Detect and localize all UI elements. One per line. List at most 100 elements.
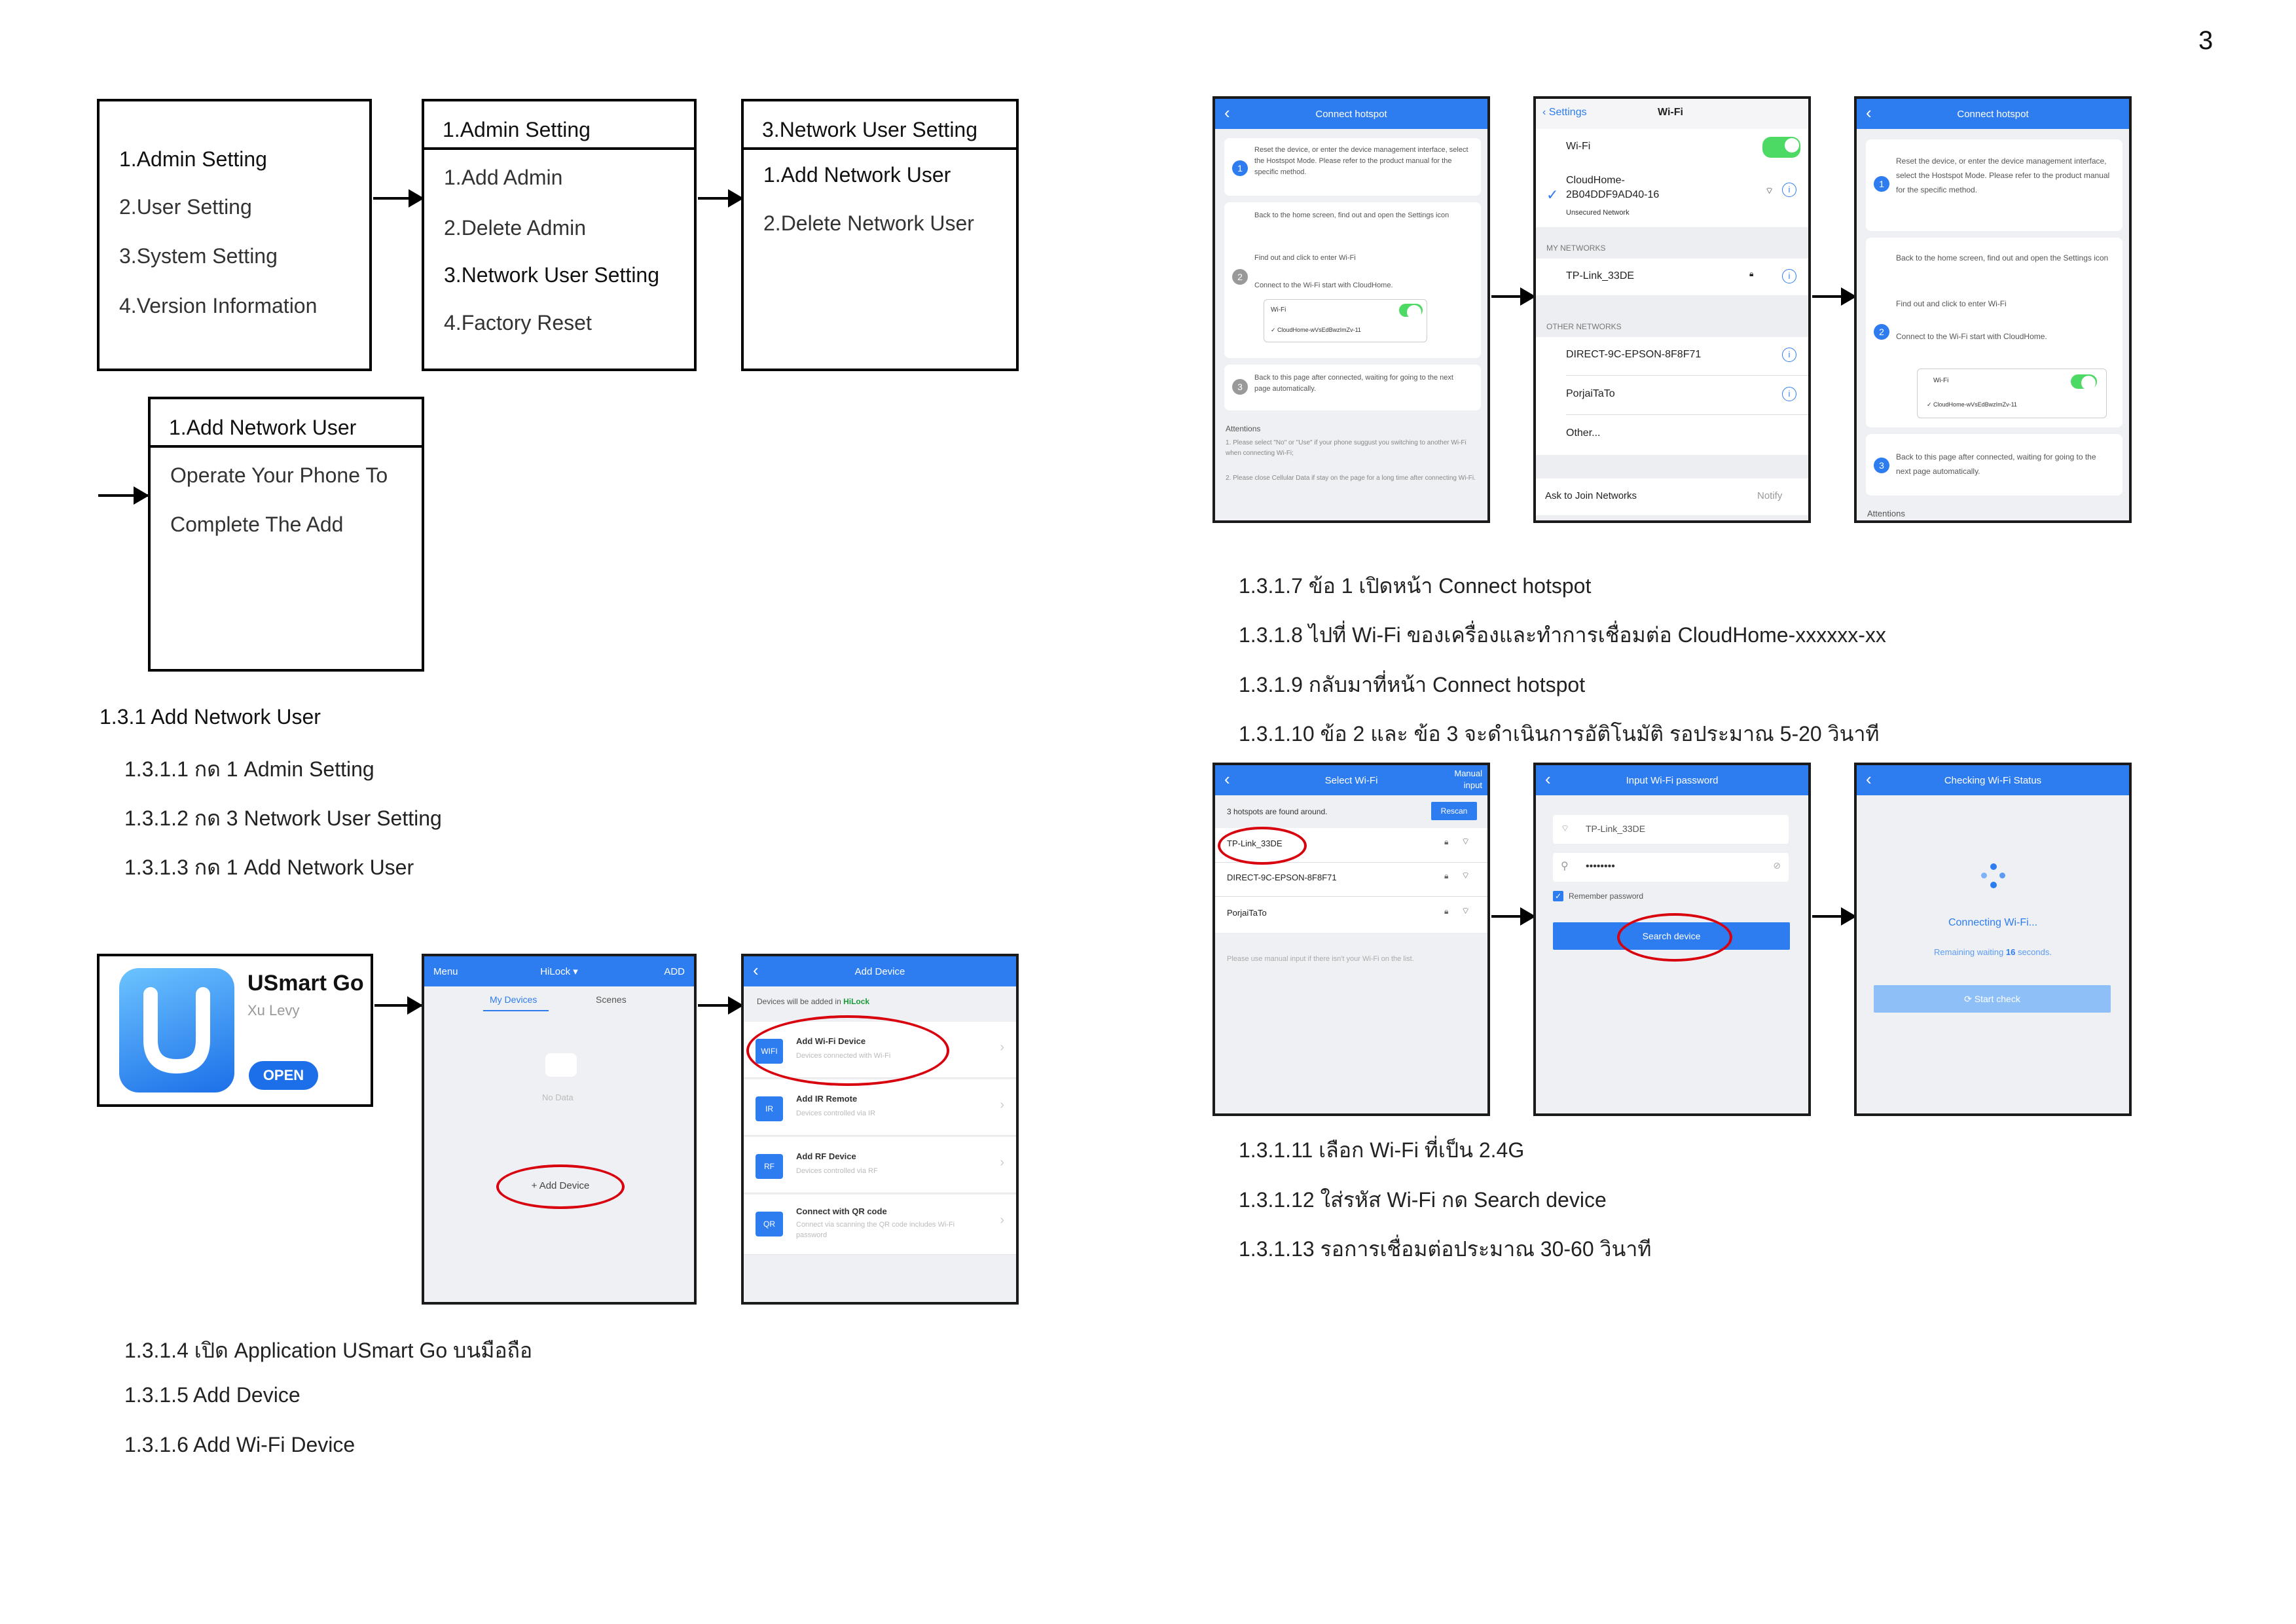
back-icon[interactable]: ‹ [1224,103,1230,122]
add-device-screen: ‹Add Device Devices will be added in HiL… [741,954,1019,1305]
step-text: Back to this page after connected, waiti… [1254,374,1453,393]
step-text: 1.3.1.7 ข้อ 1 เปิดหน้า Connect hotspot [1239,574,1592,598]
manual-hint: Please use manual input if there isn't y… [1227,955,1414,963]
wifi-signal-icon: ⌔ [1461,905,1470,916]
lock-icon: 🔒︎ [1749,269,1754,278]
screen-title: Wi-Fi [1658,107,1683,118]
chevron-down-icon: ▾ [573,966,578,977]
menu-box-network-user: 3.Network User Setting 1.Add Network Use… [741,99,1019,371]
menu-item: Operate Your Phone To [170,463,388,487]
back-button[interactable]: ‹ Settings [1542,107,1587,118]
hotspot-top-bar: ‹Connect hotspot [1215,99,1487,129]
menu-item: 1.Add Admin [444,166,563,189]
mini-wifi-label: Wi-Fi [1271,306,1286,314]
ssid-field[interactable]: ⌔ TP-Link_33DE [1553,815,1789,844]
open-button[interactable]: OPEN [249,1061,318,1090]
home-selector[interactable]: HiLock ▾ [540,965,578,977]
menu-item: 3.System Setting [119,244,278,268]
info-icon[interactable]: i [1782,269,1796,283]
connecting-text: Connecting Wi-Fi... [1948,917,2038,928]
step-number: 2 [1232,269,1248,285]
chevron-right-icon: › [1000,1155,1004,1170]
mini-wifi-preview: Wi-Fi ✓ CloudHome-wVsEdBwzImZv-11 [1264,299,1427,342]
home-name: HiLock [540,966,571,977]
option-title: Add IR Remote [796,1094,858,1104]
chevron-right-icon: › [1000,1040,1004,1055]
qr-badge: QR [756,1212,783,1236]
back-icon[interactable]: ‹ [1224,769,1230,789]
attention-item: 2. Please close Cellular Data if stay on… [1226,475,1476,482]
eye-hidden-icon[interactable]: ⊘ [1773,860,1781,871]
wifi-toggle [2071,374,2097,390]
step-text: 1.3.1.12 ใส่รหัส Wi-Fi กด Search device [1239,1188,1607,1212]
step-text: Reset the device, or enter the device ma… [1254,146,1468,176]
manual-input-button[interactable]: Manual input [1454,768,1482,790]
screen-title: Checking Wi-Fi Status [1944,774,2042,786]
password-field[interactable]: ⚲ •••••••• ⊘ [1553,853,1789,882]
back-icon[interactable]: ‹ [1866,769,1872,789]
key-icon: ⚲ [1561,861,1569,872]
network-row[interactable]: TP-Link_33DE 🔒︎ i [1536,259,1808,295]
device-option-rf[interactable]: RF Add RF Device Devices controlled via … [744,1137,1016,1193]
menu-box-main: 1.Admin Setting 2.User Setting 3.System … [97,99,372,371]
flow-arrow [374,996,423,1015]
chevron-right-icon: › [1000,1213,1004,1227]
network-name[interactable]: PorjaiTaTo [1566,388,1615,399]
back-icon[interactable]: ‹ [753,960,759,980]
wifi-label: Wi-Fi [1566,141,1591,152]
divider [1566,414,1808,415]
notice-text: Devices will be added in [757,997,841,1006]
checking-top-bar: ‹ Checking Wi-Fi Status [1857,765,2129,795]
network-list: DIRECT-9C-EPSON-8F8F71 i PorjaiTaTo i Ot… [1536,337,1808,455]
flow-arrow [373,189,424,208]
ask-to-join-row[interactable]: Ask to Join Networks Notify [1536,478,1808,515]
tab-my-devices[interactable]: My Devices [490,994,538,1005]
mini-wifi-label: Wi-Fi [1933,377,1949,384]
ask-label: Ask to Join Networks [1545,490,1637,501]
tab-scenes[interactable]: Scenes [596,994,627,1005]
remaining-text: Remaining waiting 16 seconds. [1934,947,2052,957]
attentions-title: Attentions [1867,509,1905,518]
loading-spinner-icon [1981,863,2007,890]
back-icon[interactable]: ‹ [1545,769,1551,789]
connect-hotspot-screen-1: ‹Connect hotspot 1 Reset the device, or … [1212,96,1490,523]
network-name: TP-Link_33DE [1566,270,1635,281]
info-icon[interactable]: i [1782,387,1796,401]
add-button[interactable]: ADD [664,965,685,977]
tab-underline [483,1010,549,1011]
rescan-button[interactable]: Rescan [1431,802,1477,820]
device-option-qr[interactable]: QR Connect with QR code Connect via scan… [744,1195,1016,1255]
back-icon[interactable]: ‹ [1866,103,1872,122]
network-name[interactable]: DIRECT-9C-EPSON-8F8F71 [1227,873,1337,882]
menu-item: 3.Network User Setting [444,263,660,287]
network-name[interactable]: DIRECT-9C-EPSON-8F8F71 [1566,349,1702,360]
screen-title: Select Wi-Fi [1324,774,1378,786]
rf-badge: RF [756,1154,783,1179]
menu-item: 2.Delete Network User [763,211,974,235]
ssid-value: TP-Link_33DE [1586,823,1646,834]
device-option-ir[interactable]: IR Add IR Remote Devices controlled via … [744,1079,1016,1136]
highlight-circle [496,1164,625,1209]
highlight-circle [1617,913,1732,962]
wifi-signal-icon: ⌔ [1765,185,1774,196]
screen-title: Input Wi-Fi password [1626,774,1719,786]
menu-button[interactable]: Menu [433,965,458,977]
info-icon[interactable]: i [1782,183,1796,197]
wifi-toggle[interactable] [1762,137,1800,158]
step-number: 3 [1232,379,1248,395]
step-number: 1 [1232,160,1248,176]
step-text: 1.3.1.10 ข้อ 2 และ ข้อ 3 จะดำเนินการอัติ… [1239,722,1880,746]
network-name[interactable]: PorjaiTaTo [1227,908,1267,918]
step-number: 2 [1874,324,1889,340]
flow-arrow [698,189,744,208]
info-icon[interactable]: i [1782,348,1796,362]
start-check-button[interactable]: ⟳ Start check [1874,985,2111,1013]
step-text: Back to the home screen, find out and op… [1896,253,2109,262]
remember-checkbox[interactable]: ✓ [1553,891,1563,901]
other-network[interactable]: Other... [1566,427,1601,439]
menu-item: 2.Delete Admin [444,216,587,240]
step-text: 1.3.1.4 เปิด Application USmart Go บนมือ… [124,1339,533,1362]
app-store-card: USmart Go Xu Levy OPEN [97,954,373,1107]
flow-arrow [1491,907,1536,926]
flow-arrow [698,996,744,1015]
